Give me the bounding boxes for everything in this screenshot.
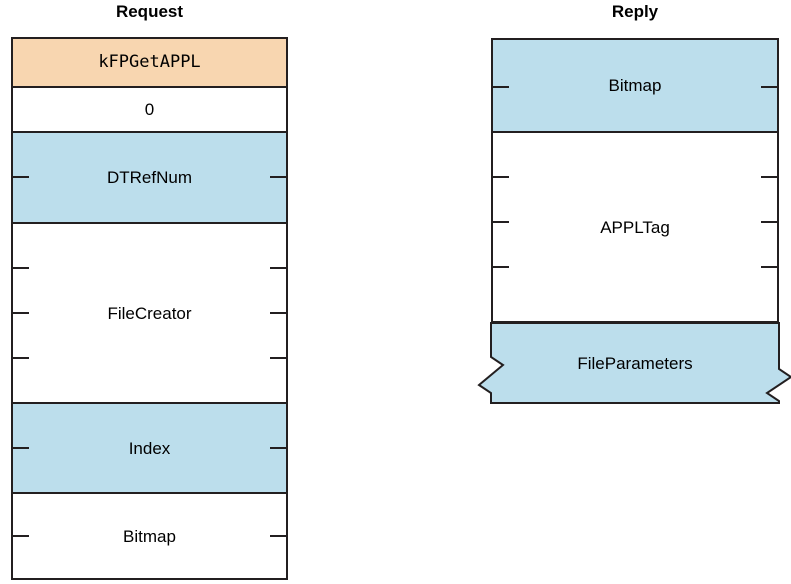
- request-field-index: Index: [11, 404, 288, 494]
- reply-field-bitmap: Bitmap: [491, 38, 779, 133]
- request-field-zero-label: 0: [144, 100, 155, 119]
- request-field-dtrefnum-label: DTRefNum: [106, 168, 192, 187]
- reply-field-appltag: APPLTag: [491, 133, 779, 323]
- column-title-request: Request: [115, 2, 184, 21]
- word-tick-right: [761, 176, 777, 178]
- word-tick-right: [270, 447, 286, 449]
- request-field-dtrefnum: DTRefNum: [11, 133, 288, 224]
- word-tick-right: [761, 221, 777, 223]
- request-field-bitmap: Bitmap: [11, 494, 288, 580]
- reply-field-fileparameters-label: FileParameters: [577, 354, 693, 373]
- request-field-filecreator-label: FileCreator: [107, 303, 192, 323]
- word-tick-left: [13, 267, 29, 269]
- word-tick-left: [13, 535, 29, 537]
- request-field-kfpgetappl-label: kFPGetAPPL: [98, 52, 201, 72]
- word-tick-left: [493, 176, 509, 178]
- word-tick-right: [270, 312, 286, 314]
- request-field-filecreator: FileCreator: [11, 224, 288, 404]
- request-field-bitmap-label: Bitmap: [123, 526, 176, 546]
- word-tick-right: [761, 86, 777, 88]
- column-title-reply: Reply: [611, 2, 659, 21]
- word-tick-left: [13, 357, 29, 359]
- reply-field-bitmap-label: Bitmap: [608, 76, 662, 95]
- word-tick-left: [493, 266, 509, 268]
- request-field-kfpgetappl: kFPGetAPPL: [11, 37, 288, 88]
- word-tick-right: [270, 535, 286, 537]
- word-tick-left: [13, 176, 29, 178]
- word-tick-right: [270, 267, 286, 269]
- word-tick-left: [493, 221, 509, 223]
- request-packet: kFPGetAPPL 0 DTRefNum FileCreator Index: [11, 37, 288, 580]
- reply-field-fileparameters: FileParameters: [471, 321, 791, 405]
- fileparameters-torn-shape: [477, 322, 791, 404]
- word-tick-right: [761, 266, 777, 268]
- word-tick-left: [13, 447, 29, 449]
- word-tick-right: [270, 176, 286, 178]
- word-tick-right: [270, 357, 286, 359]
- request-field-index-label: Index: [128, 438, 171, 458]
- word-tick-left: [493, 86, 509, 88]
- word-tick-left: [13, 312, 29, 314]
- reply-field-appltag-label: APPLTag: [600, 217, 670, 237]
- request-field-zero: 0: [11, 88, 288, 133]
